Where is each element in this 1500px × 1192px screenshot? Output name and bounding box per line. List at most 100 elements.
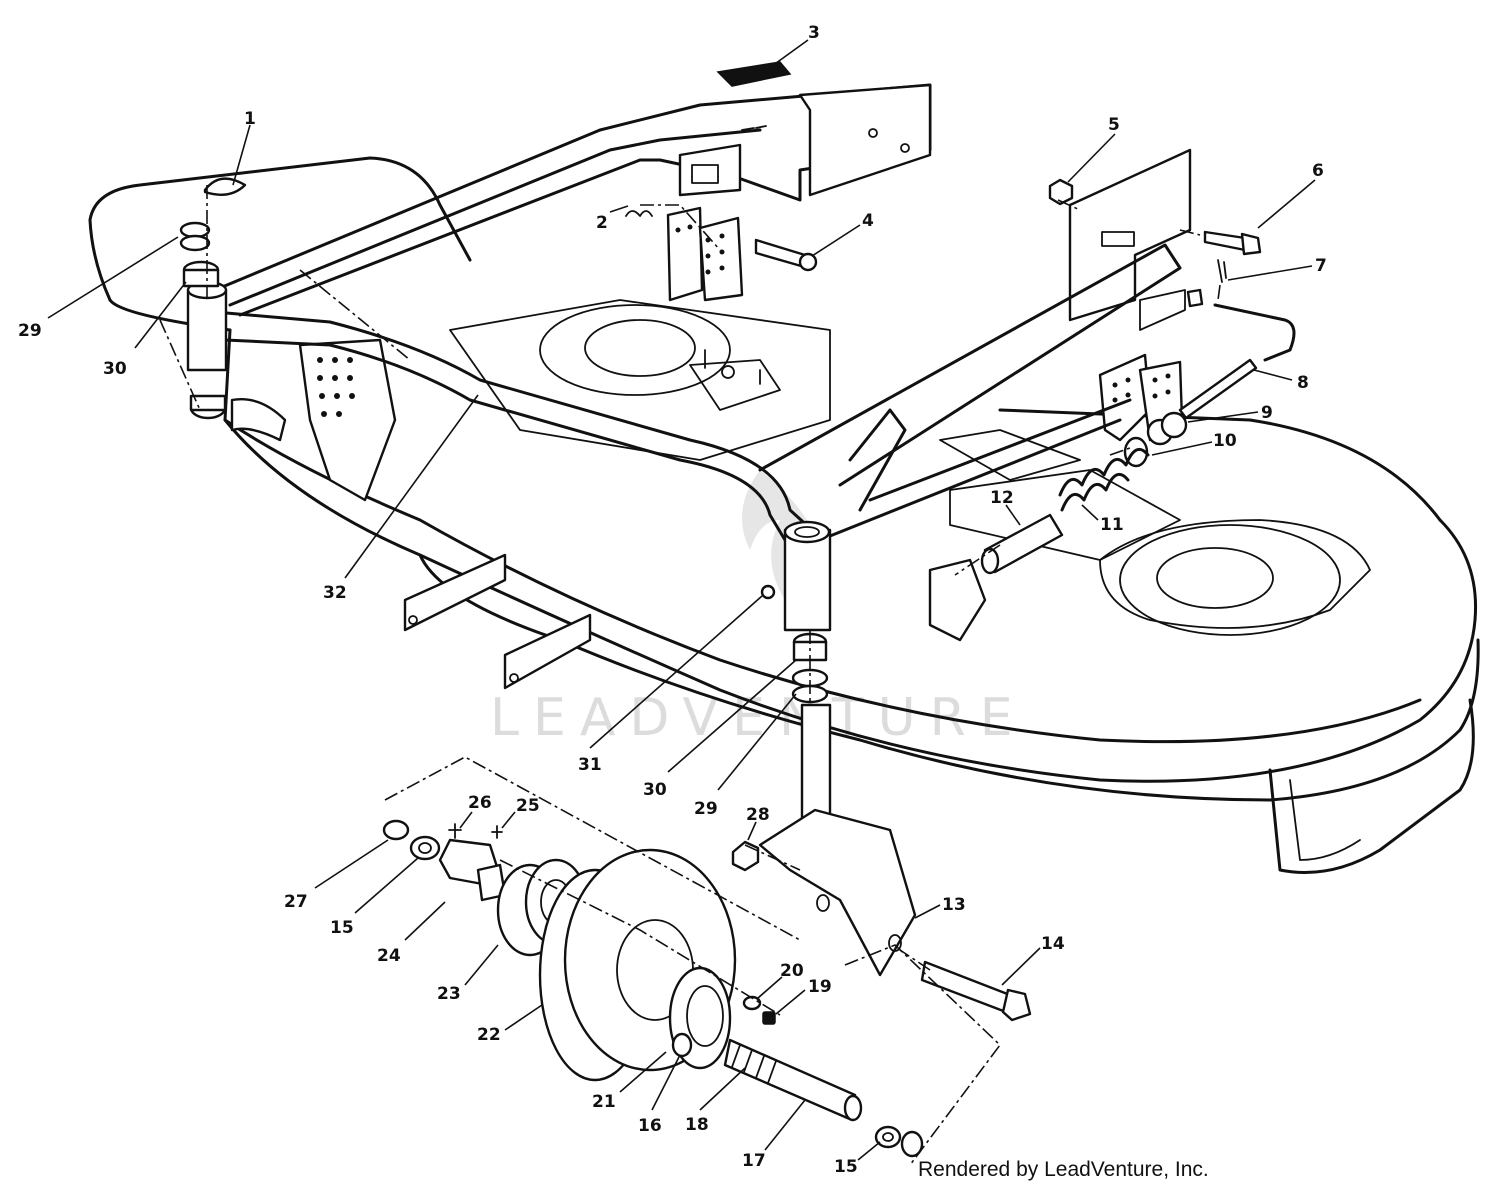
mower-deck [88,156,1480,874]
svg-text:1: 1 [244,109,256,129]
callout-12: 12 [990,488,1021,526]
svg-text:2: 2 [596,213,608,233]
axle-bolt-14-part [920,960,1012,1014]
callout-25: 25 [501,796,540,829]
svg-text:26: 26 [468,793,492,813]
svg-text:5: 5 [1108,115,1120,135]
bolt-6-part [1203,230,1247,252]
callout-9: 9 [1187,403,1273,423]
svg-text:7: 7 [1315,256,1327,276]
callout-29b: 29 [694,693,797,819]
axle-tube-17-18 [723,1038,863,1122]
callout-7: 7 [1227,256,1327,281]
svg-text:15: 15 [330,918,354,938]
spacer-12-end [980,547,1000,575]
svg-text:16: 16 [638,1116,662,1136]
svg-text:21: 21 [592,1092,616,1112]
svg-text:4: 4 [862,211,874,231]
callout-30a: 30 [103,281,187,379]
callout-13: 13 [914,895,966,919]
callout-16: 16 [638,1054,681,1136]
callout-5: 5 [1067,115,1120,183]
callout-30b: 30 [643,659,797,800]
svg-text:27: 27 [284,892,308,912]
callout-3: 3 [771,23,820,67]
nut-19-part [762,1011,776,1025]
svg-text:30: 30 [103,359,127,379]
callout-19: 19 [775,977,832,1015]
callout-23: 23 [437,944,499,1004]
callout-21: 21 [592,1051,667,1112]
callout-22: 22 [477,1004,543,1045]
svg-text:22: 22 [477,1025,501,1045]
clevis-pin-part [625,210,653,217]
grease-fitting-31 [760,584,776,600]
callout-15b: 15 [834,1141,881,1177]
callout-10: 10 [1151,431,1237,456]
bearing-15b-part [874,1125,902,1149]
credit-text: Rendered by LeadVenture, Inc. [918,1158,1209,1181]
clevis-pin-4-end [798,252,818,272]
washer-20-part [742,995,762,1011]
lock-nut-5-part [1048,178,1074,206]
callout-28: 28 [746,805,770,841]
hitch-frame [186,83,1192,632]
callout-18: 18 [685,1067,746,1135]
callout-15a: 15 [330,857,419,938]
svg-text:11: 11 [1100,515,1124,535]
rod-7-end [1186,288,1204,308]
svg-text:14: 14 [1041,934,1065,954]
svg-text:30: 30 [643,780,667,800]
svg-text:25: 25 [516,796,540,816]
svg-text:9: 9 [1261,403,1273,423]
washer-27-part [382,819,410,841]
callout-31: 31 [578,595,763,775]
pad-part [716,61,792,87]
bearing-15a-inner [418,842,432,854]
svg-text:17: 17 [742,1151,766,1171]
svg-text:8: 8 [1297,373,1309,393]
svg-text:32: 32 [323,583,347,603]
callout-14: 14 [1001,934,1065,986]
cotter-pin-7-part [1217,259,1227,283]
callout-6: 6 [1257,161,1324,229]
screw-26-part [448,823,462,839]
callout-29a: 29 [18,236,179,341]
hairpin-clip-part [203,177,247,196]
rod-7-part [1213,303,1296,362]
bearing-15b-inner [882,1132,894,1142]
svg-text:29: 29 [18,321,42,341]
callout-20: 20 [757,961,804,999]
axle-bolt-14-head [1001,988,1032,1022]
callout-4: 4 [811,211,874,257]
callout-1: 1 [232,109,256,186]
svg-text:6: 6 [1312,161,1324,181]
bearing-15a-part [409,835,441,861]
callout-17: 17 [742,1099,806,1171]
svg-text:10: 10 [1213,431,1237,451]
caster-yoke-13 [758,703,917,977]
explode-lines [159,185,1221,1166]
callout-11: 11 [1081,504,1124,535]
rim-21-inner [686,985,724,1047]
nuts-9-part [1146,411,1188,446]
callout-8: 8 [1253,369,1309,393]
bushing-16-part [671,1032,693,1058]
spring-11-part [1058,447,1150,512]
svg-text:18: 18 [685,1115,709,1135]
callout-24: 24 [377,901,446,966]
nut-28-part [731,840,760,872]
svg-text:29: 29 [694,799,718,819]
callout-2: 2 [596,205,629,233]
screw-25-part [491,825,503,839]
svg-text:13: 13 [942,895,966,915]
left-washer-bushing [179,221,227,420]
svg-text:3: 3 [808,23,820,43]
callout-27: 27 [284,839,389,912]
callout-26: 26 [459,793,492,829]
svg-text:15: 15 [834,1157,858,1177]
svg-text:23: 23 [437,984,461,1004]
callout-32: 32 [323,394,479,603]
svg-text:24: 24 [377,946,401,966]
